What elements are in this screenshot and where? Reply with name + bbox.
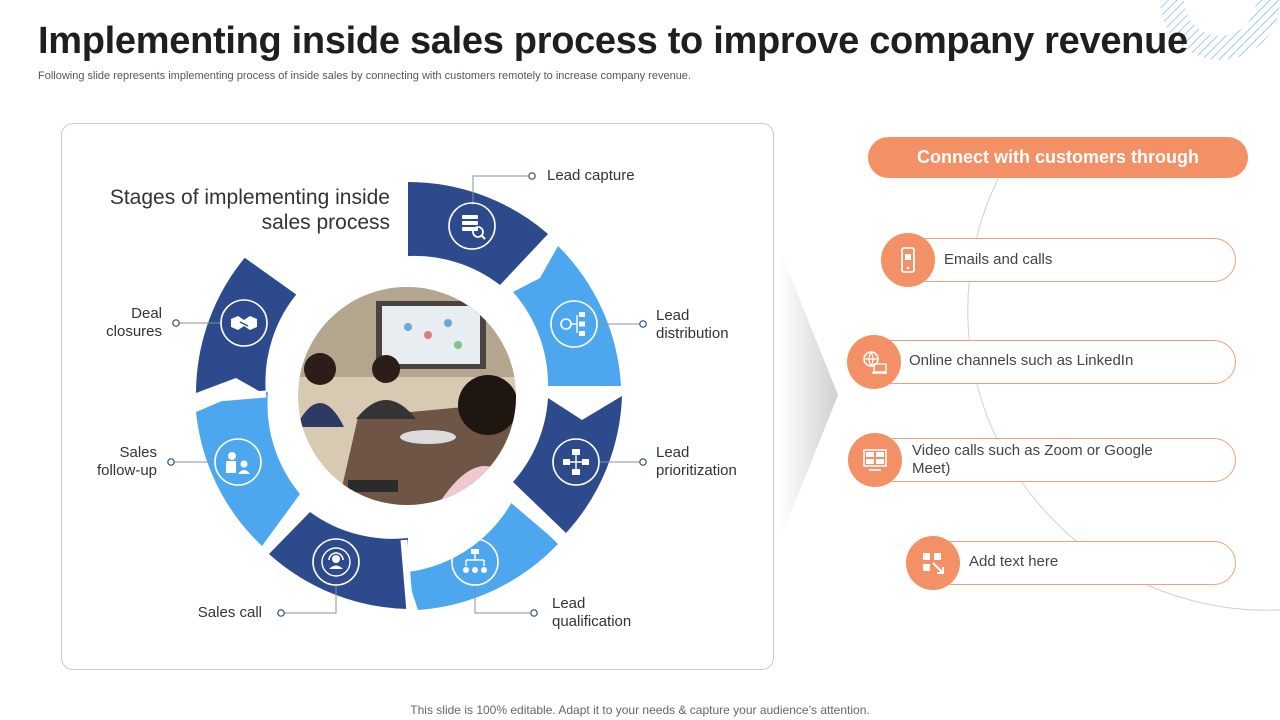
flowchart-icon	[552, 438, 600, 486]
footer-note: This slide is 100% editable. Adapt it to…	[410, 703, 870, 717]
stage-label-lead-qualification: Lead qualification	[552, 595, 632, 630]
team-followup-icon	[214, 438, 262, 486]
stage-label-lead-capture: Lead capture	[547, 167, 635, 184]
video-conference-icon	[848, 433, 902, 487]
database-search-icon	[448, 202, 496, 250]
stage-label-lead-prioritization: Lead prioritization	[656, 444, 737, 479]
connect-heading: Connect with customers through	[868, 137, 1248, 178]
channel-label-emails-calls: Emails and calls	[944, 251, 1053, 268]
hierarchy-icon	[451, 538, 499, 586]
stage-label-deal-closures: Deal closures	[106, 305, 162, 340]
channel-label-add-text: Add text here	[969, 553, 1059, 570]
handshake-icon	[220, 299, 268, 347]
channel-video-calls[interactable]	[872, 438, 1236, 482]
segment-lead-capture[interactable]	[408, 181, 548, 285]
channel-label-online-linkedin: Online channels such as LinkedIn	[909, 352, 1134, 369]
stage-label-lead-distribution: Lead distribution	[656, 307, 729, 342]
stage-label-sales-call: Sales call	[197, 604, 262, 621]
channel-add-text[interactable]	[930, 541, 1236, 585]
segment-lead-qualification[interactable]	[396, 500, 558, 610]
segment-lead-distribution[interactable]	[513, 246, 621, 386]
meeting-photo	[298, 287, 516, 505]
mobile-phone-icon	[881, 233, 935, 287]
page-title: Implementing inside sales process to imp…	[38, 20, 1188, 62]
segment-sales-follow-up[interactable]	[196, 392, 300, 546]
stage-label-sales-follow-up: Sales follow-up	[96, 444, 157, 479]
headset-agent-icon	[312, 538, 360, 586]
stages-title: Stages of implementing inside sales proc…	[109, 186, 390, 234]
channel-label-video-calls: Video calls such as Zoom or Google Meet)	[912, 442, 1153, 477]
globe-laptop-icon	[847, 335, 901, 389]
channel-online-linkedin[interactable]	[870, 340, 1236, 384]
network-distribution-icon	[550, 300, 598, 348]
decorative-striped-circle	[1160, 0, 1280, 60]
tools-icon	[906, 536, 960, 590]
channel-emails-calls[interactable]	[905, 238, 1236, 282]
page-subtitle: Following slide represents implementing …	[38, 70, 691, 82]
